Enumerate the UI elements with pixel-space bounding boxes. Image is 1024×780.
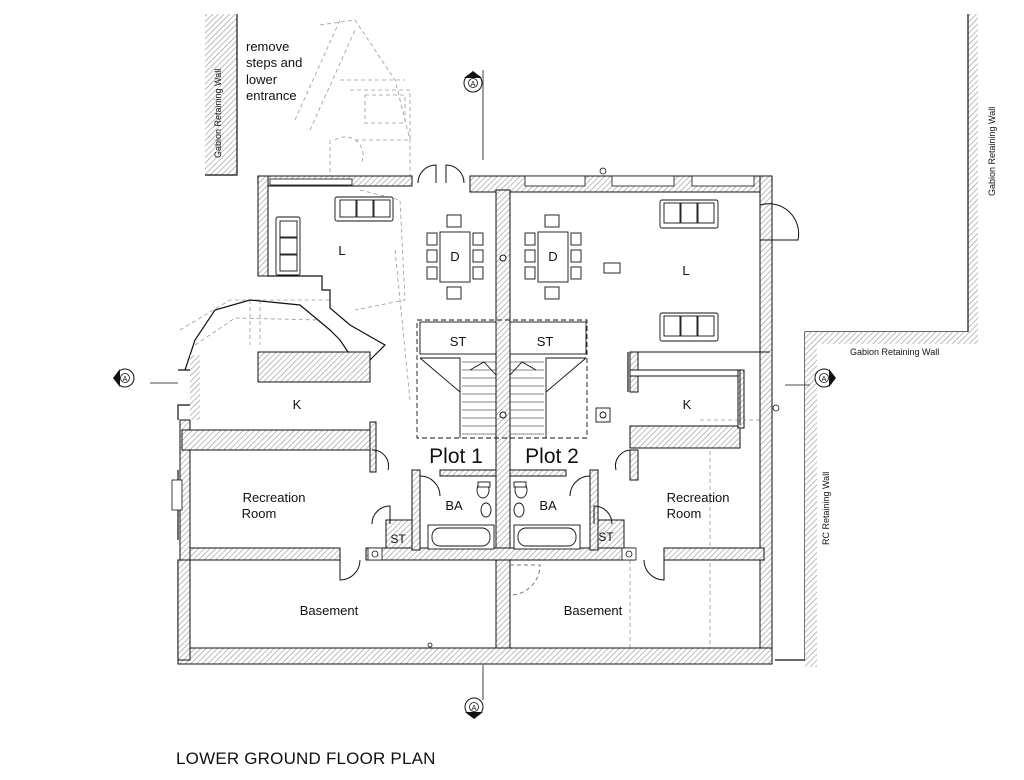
plot1-recreation-label-1: Recreation (243, 490, 306, 505)
plot1-living-label: L (338, 243, 345, 258)
plot1-dining-label: D (450, 249, 459, 264)
gabion-wall-right (775, 14, 978, 667)
gabion-wall-left-label: Gabion Retaining Wall (213, 69, 223, 158)
stairs (416, 262, 621, 439)
building-envelope (171, 164, 800, 665)
drawing-title: LOWER GROUND FLOOR PLAN (176, 749, 436, 768)
gabion-wall-right-vertical-label: Gabion Retaining Wall (987, 107, 997, 196)
plot2-bathroom-label: BA (539, 498, 557, 513)
note-line-1: remove (246, 39, 289, 54)
furniture (275, 196, 719, 550)
plot1-title: Plot 1 (429, 445, 483, 468)
plot2-title: Plot 2 (525, 445, 579, 468)
door-swings (339, 449, 665, 596)
section-marker-right-letter: A (822, 376, 827, 383)
plot1-basement-label: Basement (300, 603, 359, 618)
plot2-dining-label: D (548, 249, 557, 264)
note-line-3: lower (246, 72, 278, 87)
party-wall (495, 189, 511, 649)
gabion-wall-right-horizontal-label: Gabion Retaining Wall (850, 347, 939, 357)
section-marker-bottom-letter: A (472, 705, 477, 712)
plot2-recreation-label-2: Room (667, 506, 702, 521)
rc-wall-label: RC Retaining Wall (821, 472, 831, 545)
section-marker-top-letter: A (471, 81, 476, 88)
plot1-bathroom-label: BA (445, 498, 463, 513)
plot2-living-label: L (682, 263, 689, 278)
section-markers (112, 70, 837, 720)
plot1-stairs-label: ST (450, 334, 467, 349)
gabion-wall-left (205, 14, 238, 176)
service-points (367, 167, 780, 648)
plot1-kitchen-label: K (293, 397, 302, 412)
note-line-2: steps and (246, 55, 302, 70)
plot2-store-label: ST (598, 530, 614, 544)
plot1-store-label: ST (390, 532, 406, 546)
note-line-4: entrance (246, 88, 297, 103)
plot2-kitchen-label: K (683, 397, 692, 412)
section-marker-left-letter: A (123, 376, 128, 383)
plot2-basement-label: Basement (564, 603, 623, 618)
plot2-stairs-label: ST (537, 334, 554, 349)
plot2-recreation-label-1: Recreation (667, 490, 730, 505)
plot1-recreation-label-2: Room (242, 506, 277, 521)
